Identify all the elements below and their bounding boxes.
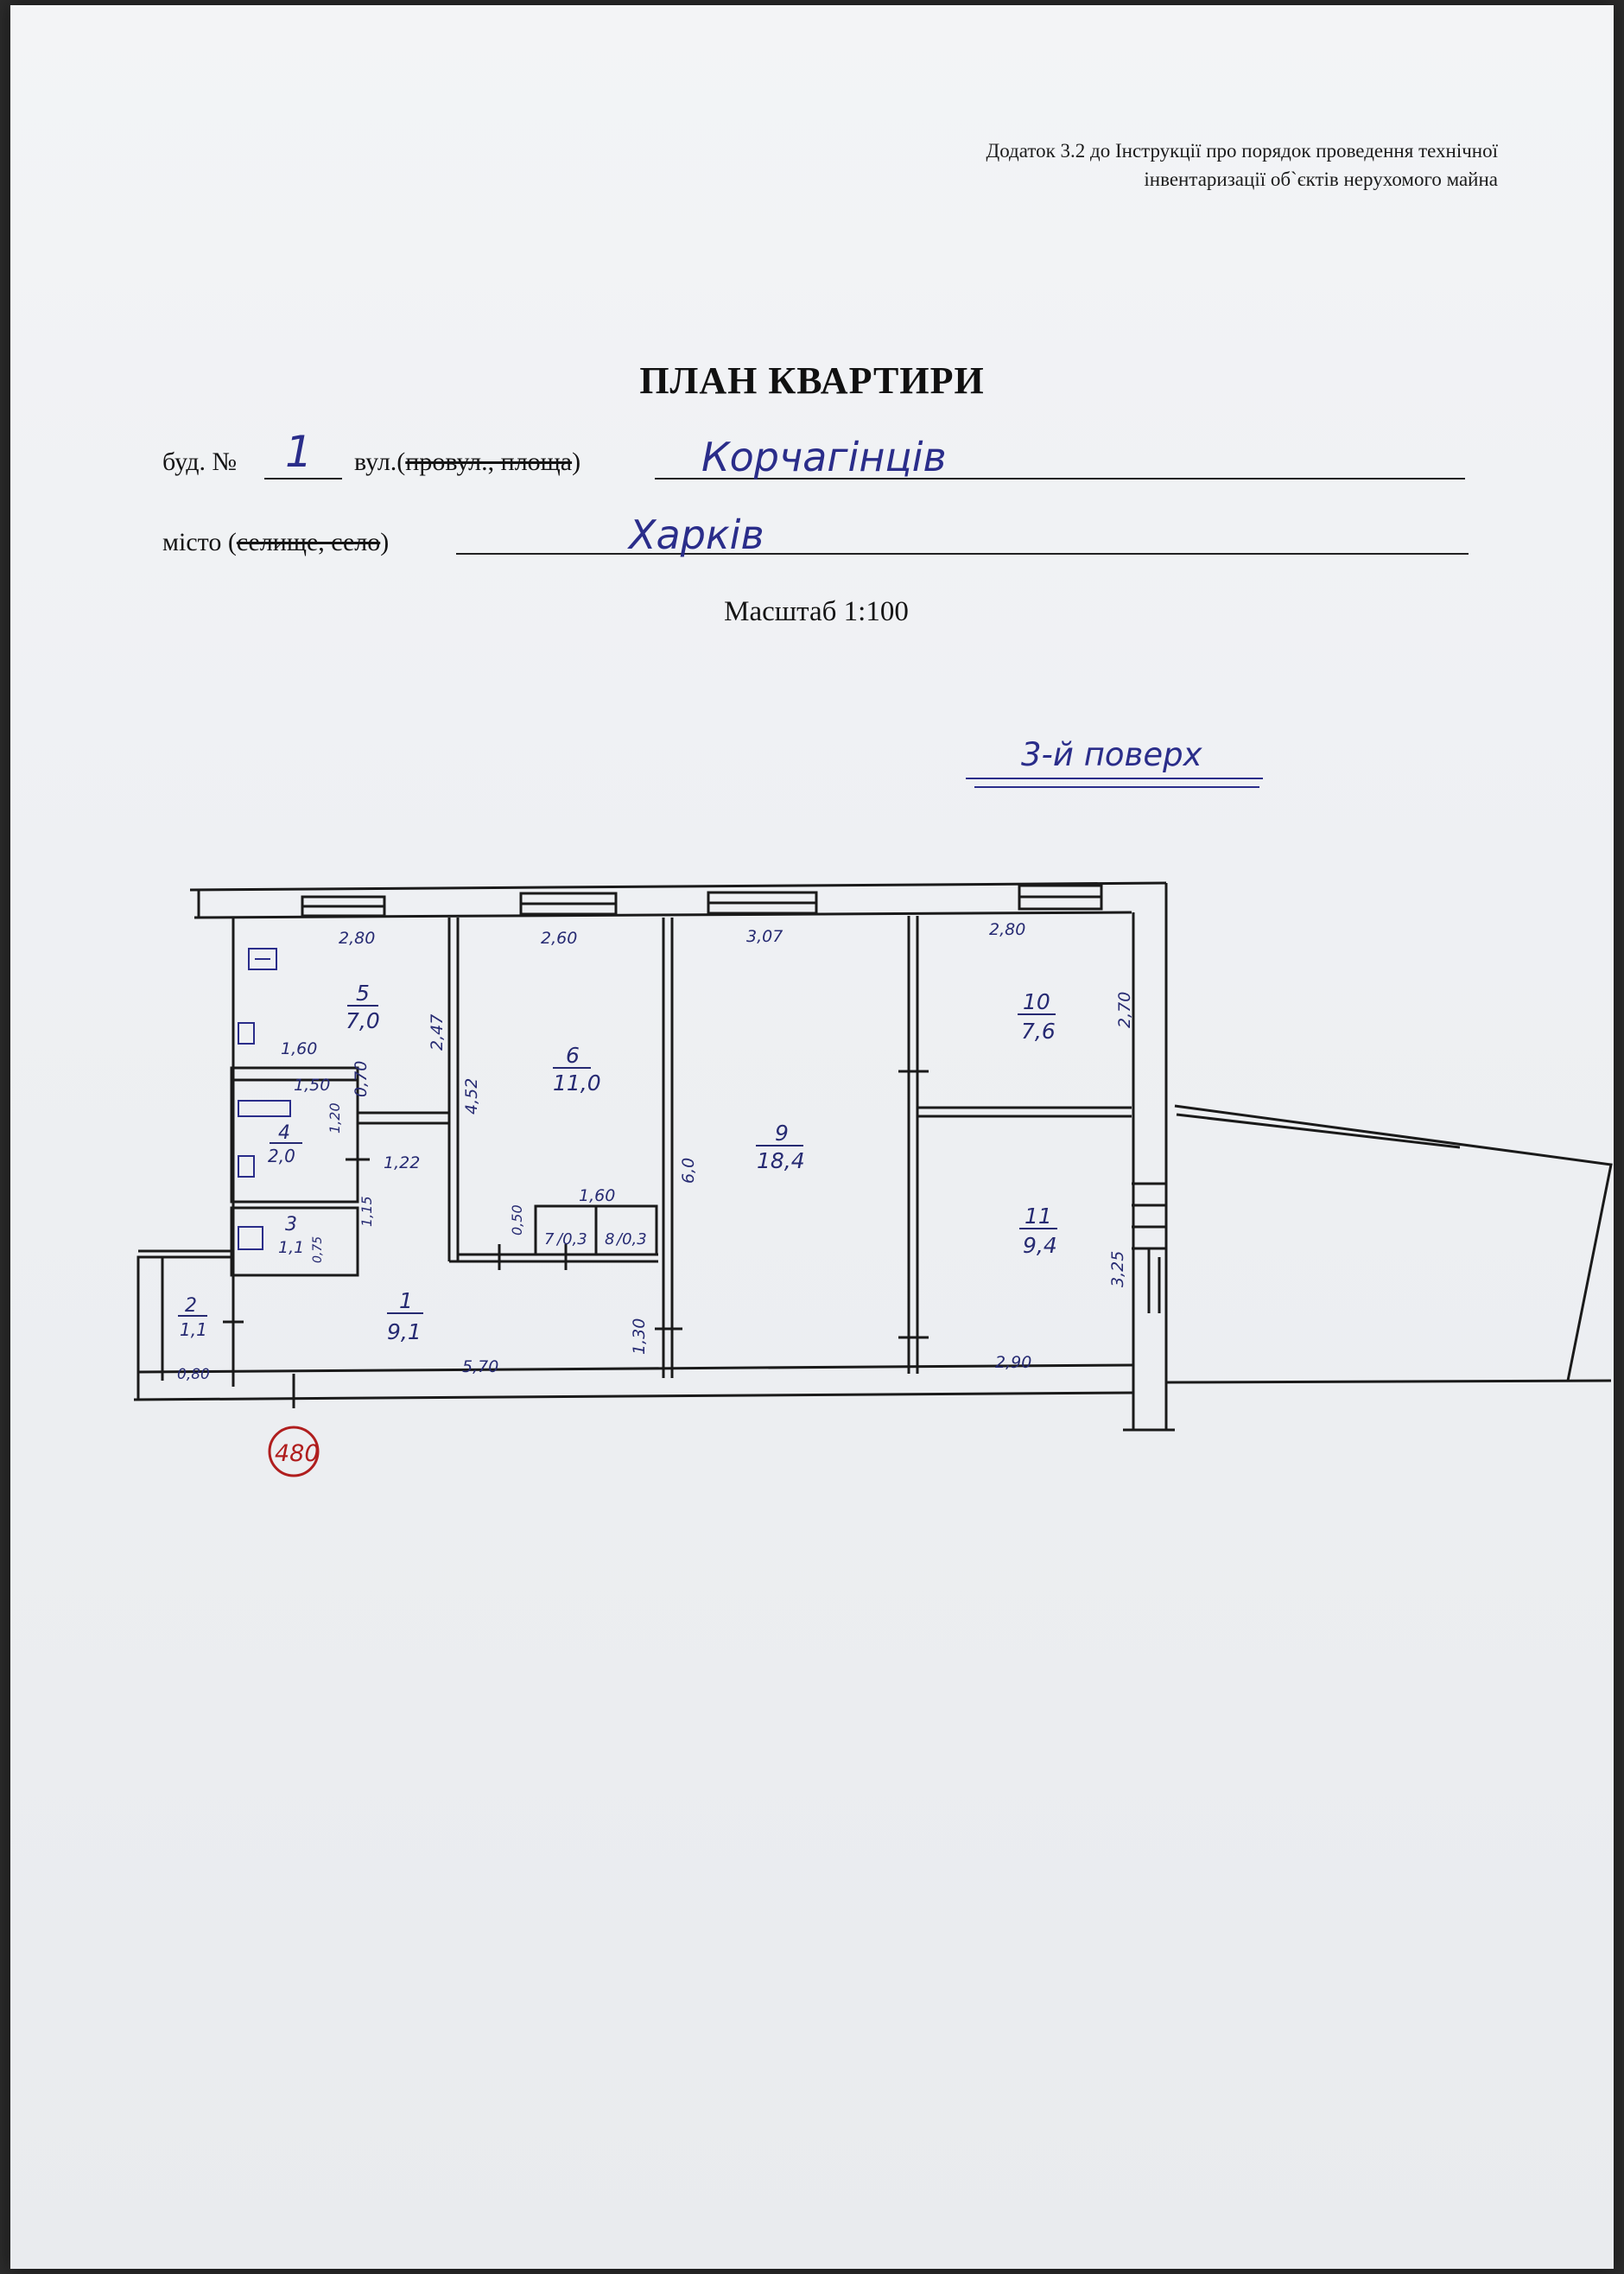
dim-080: 0,80 [177, 1366, 210, 1383]
dim-120: 1,20 [327, 1102, 343, 1134]
room-8-label: 8 [605, 1230, 614, 1248]
house-label: буд. № [162, 448, 238, 476]
floor-note: 3-й поверх [1021, 736, 1202, 773]
dim-600: 6,0 [679, 1158, 698, 1184]
bathtub-icon [238, 1100, 291, 1117]
dim-050: 0,50 [509, 1204, 525, 1235]
dim-280-room5: 2,80 [339, 929, 375, 948]
room-11-area: 9,4 [1023, 1233, 1057, 1258]
room-3-area: 1,1 [278, 1238, 304, 1257]
floor-underline-1 [966, 778, 1263, 779]
room-1-area: 9,1 [387, 1319, 422, 1344]
inventory-stamp: 480 [275, 1440, 320, 1467]
street-struck-options: провул., площа [405, 448, 573, 476]
annex-note: Додаток 3.2 до Інструкції про порядок пр… [720, 137, 1498, 194]
city-label: місто (селище, село) [162, 528, 390, 556]
dim-280-room10: 2,80 [989, 920, 1025, 939]
room-4-number: 4 [278, 1122, 290, 1144]
city-value: Харків [629, 511, 764, 558]
street-line [655, 478, 1465, 480]
street-label: вул.(провул., площа) [354, 448, 581, 476]
room-8-area: /0,3 [615, 1230, 647, 1248]
south-wall-inner [137, 1363, 1134, 1374]
room-5-area: 7,0 [346, 1008, 380, 1033]
room-6-number: 6 [566, 1043, 580, 1068]
dim-160-corridor: 1,60 [579, 1186, 615, 1205]
north-wall-outer [189, 881, 1167, 892]
floor-underline-2 [974, 786, 1259, 788]
dim-075: 0,75 [311, 1236, 325, 1263]
city-struck-options: селище, село [236, 528, 381, 556]
dim-130: 1,30 [630, 1318, 649, 1355]
room-2-area: 1,1 [180, 1319, 207, 1340]
house-number-value: 1 [285, 427, 313, 477]
dim-070: 0,70 [352, 1061, 371, 1097]
page-title: ПЛАН КВАРТИРИ [639, 359, 985, 402]
washbasin-icon [238, 1155, 255, 1178]
south-wall-outer [133, 1391, 1134, 1401]
dim-150: 1,50 [294, 1076, 330, 1095]
room-9-area: 18,4 [757, 1148, 805, 1173]
dim-247: 2,47 [428, 1014, 447, 1051]
sink-icon [238, 1022, 255, 1045]
room-7-label: 7 [544, 1230, 555, 1248]
dim-115: 1,15 [358, 1196, 375, 1227]
room-10-number: 10 [1023, 989, 1050, 1014]
dim-325: 3,25 [1108, 1251, 1127, 1287]
city-line [456, 553, 1469, 555]
dim-260-room6: 2,60 [541, 929, 577, 948]
dim-160-room5: 1,60 [281, 1039, 317, 1058]
annex-line-2: інвентаризації об`єктів нерухомого майна [1144, 168, 1498, 190]
room-3-number: 3 [285, 1214, 297, 1235]
room-11-number: 11 [1025, 1204, 1052, 1229]
document-sheet [10, 5, 1614, 2269]
room-4-area: 2,0 [268, 1146, 295, 1166]
house-number-line [264, 478, 342, 480]
room-5-number: 5 [356, 981, 370, 1006]
inventory-stamp-circle [268, 1426, 320, 1477]
stove-icon [248, 948, 277, 970]
dim-570: 5,70 [462, 1357, 498, 1376]
annex-line-1: Додаток 3.2 до Інструкції про порядок пр… [986, 140, 1498, 162]
room-9-number: 9 [775, 1121, 789, 1146]
dim-270: 2,70 [1115, 992, 1134, 1028]
dim-452: 4,52 [462, 1078, 481, 1115]
dim-290: 2,90 [995, 1353, 1031, 1372]
balcony-outline [1174, 1104, 1613, 1382]
scale-label: Масштаб 1:100 [724, 596, 909, 627]
room-6-area: 11,0 [553, 1070, 601, 1096]
dim-122: 1,22 [384, 1153, 420, 1172]
room-7-area: /0,3 [555, 1230, 587, 1248]
room-2-number: 2 [185, 1295, 197, 1317]
dim-307-room9: 3,07 [746, 927, 783, 946]
room-labels: 5 7,0 6 11,0 9 18,4 10 7,6 11 9,4 1 9,1 … [178, 981, 1057, 1344]
room-1-number: 1 [399, 1288, 413, 1313]
room-10-area: 7,6 [1021, 1019, 1056, 1044]
toilet-icon [238, 1226, 263, 1250]
street-value: Корчагінців [701, 434, 947, 480]
